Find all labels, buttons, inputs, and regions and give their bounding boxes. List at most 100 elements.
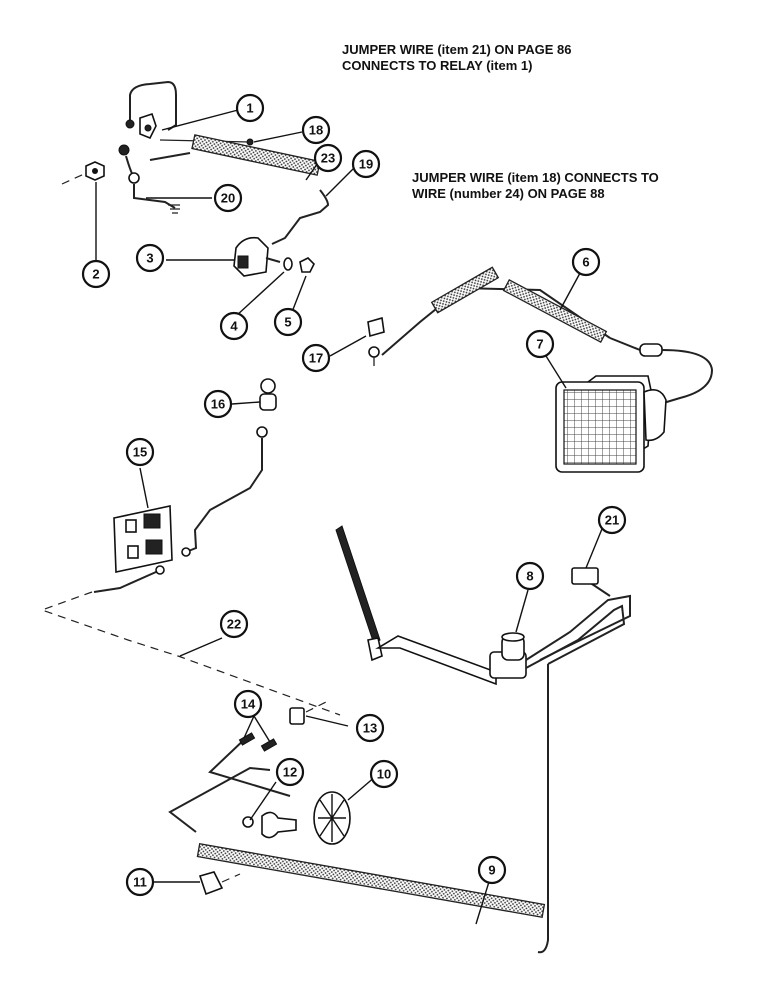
- callout-9: 9: [477, 855, 507, 885]
- callout-13-label: 13: [363, 721, 377, 736]
- leader-lines: [95, 109, 605, 925]
- callout-10: 10: [369, 759, 399, 789]
- connector-item-17: [367, 316, 385, 338]
- switch-2: [143, 513, 161, 529]
- jumper-21-note-line1: JUMPER WIRE (item 21) ON PAGE 86: [342, 42, 572, 57]
- horn-stud: [265, 257, 281, 263]
- wire-19: [271, 189, 330, 245]
- clip-11-dash: [221, 873, 241, 883]
- relay-assembly: [61, 80, 330, 245]
- jumper-18-note-line2: WIRE (number 24) ON PAGE 88: [412, 186, 605, 201]
- callout-18: 18: [301, 115, 331, 145]
- fan-blades: [318, 794, 346, 842]
- switch-panel-item-15: [113, 505, 173, 573]
- callout-12-label: 12: [283, 765, 297, 780]
- callout-13: 13: [355, 713, 385, 743]
- harness-9-sleeve: [196, 842, 546, 919]
- lamp-item-16: [259, 393, 277, 411]
- connector-13-dash: [305, 699, 331, 713]
- lamp-connector: [639, 343, 663, 357]
- jumper-18-tip: [246, 138, 254, 146]
- lamp-lens: [563, 389, 637, 465]
- jumper-18-note-line1: JUMPER WIRE (item 18) CONNECTS TO: [412, 170, 659, 185]
- callout-2-label: 2: [92, 267, 99, 282]
- callout-20: 20: [213, 183, 243, 213]
- leader-13: [305, 715, 349, 727]
- leader-22: [179, 637, 223, 657]
- callout-3: 3: [135, 243, 165, 273]
- callout-6-label: 6: [582, 255, 589, 270]
- connector-item-13: [289, 707, 305, 725]
- callout-1: 1: [235, 93, 265, 123]
- relay-lead-eye: [118, 144, 130, 156]
- lamp-mount: [643, 389, 667, 442]
- harness-14-wire: [208, 735, 291, 797]
- leader-8: [515, 589, 529, 633]
- nut-2-dashed-line: [61, 173, 85, 185]
- clip-item-11: [198, 871, 224, 896]
- harness-6-sleeve-a: [430, 266, 500, 314]
- callout-20-label: 20: [221, 191, 235, 206]
- leader-21: [585, 523, 605, 569]
- callout-17: 17: [301, 343, 331, 373]
- jumper-connector-wire: [149, 152, 191, 161]
- leader-12: [249, 781, 277, 821]
- callout-17-label: 17: [309, 351, 323, 366]
- panel-ground-wire: [93, 571, 157, 593]
- callout-11: 11: [125, 867, 155, 897]
- harness-9-branch: [168, 766, 271, 833]
- relay-stud: [144, 124, 152, 132]
- wiper-blade: [335, 525, 381, 645]
- callout-3-label: 3: [146, 251, 153, 266]
- wire-22-dashed: [40, 591, 341, 716]
- lower-harness-assembly: [168, 699, 546, 919]
- callout-19-label: 19: [359, 157, 373, 172]
- leader-1: [161, 109, 239, 131]
- callout-22: 22: [219, 609, 249, 639]
- leader-7: [545, 355, 567, 389]
- callout-23: 23: [313, 143, 343, 173]
- callout-23-label: 23: [321, 151, 335, 166]
- callout-6: 6: [571, 247, 601, 277]
- leader-14: [243, 715, 271, 743]
- lamp-lead: [609, 337, 641, 351]
- callout-15-label: 15: [133, 445, 147, 460]
- wiper-linkage: [375, 635, 497, 686]
- leader-15: [139, 467, 149, 509]
- wiper-assembly: [335, 525, 631, 954]
- leader-4: [235, 271, 285, 317]
- relay-wire: [129, 80, 177, 131]
- connector-17-eyelet: [368, 346, 380, 358]
- switch-4: [145, 539, 163, 555]
- callout-4: 4: [219, 311, 249, 341]
- switch-3: [127, 545, 139, 559]
- wiper-motor-cap: [501, 632, 525, 642]
- leader-18: [253, 131, 303, 143]
- ground-symbol: [168, 204, 180, 214]
- harness-main-drop: [537, 664, 549, 954]
- switch-panel-assembly: [40, 378, 341, 716]
- washer-item-4: [283, 257, 293, 271]
- horn-assembly: [233, 236, 315, 277]
- callout-16: 16: [203, 389, 233, 419]
- jumper-18-note: JUMPER WIRE (item 18) CONNECTS TO WIRE (…: [412, 170, 659, 202]
- ground-eyelet: [128, 172, 140, 184]
- callout-8: 8: [515, 561, 545, 591]
- nut-hole: [92, 168, 98, 174]
- callout-18-label: 18: [309, 123, 323, 138]
- switch-1: [125, 519, 137, 533]
- terminal-14a: [238, 732, 256, 746]
- callout-21: 21: [597, 505, 627, 535]
- callout-11-label: 11: [133, 875, 147, 890]
- callout-12: 12: [275, 757, 305, 787]
- panel-terminal: [181, 547, 191, 557]
- leader-16: [231, 401, 261, 405]
- terminal-14b: [260, 738, 278, 752]
- callout-7: 7: [525, 329, 555, 359]
- callout-8-label: 8: [526, 569, 533, 584]
- callout-14: 14: [233, 689, 263, 719]
- nut-item-5: [299, 257, 315, 273]
- callout-5: 5: [273, 307, 303, 337]
